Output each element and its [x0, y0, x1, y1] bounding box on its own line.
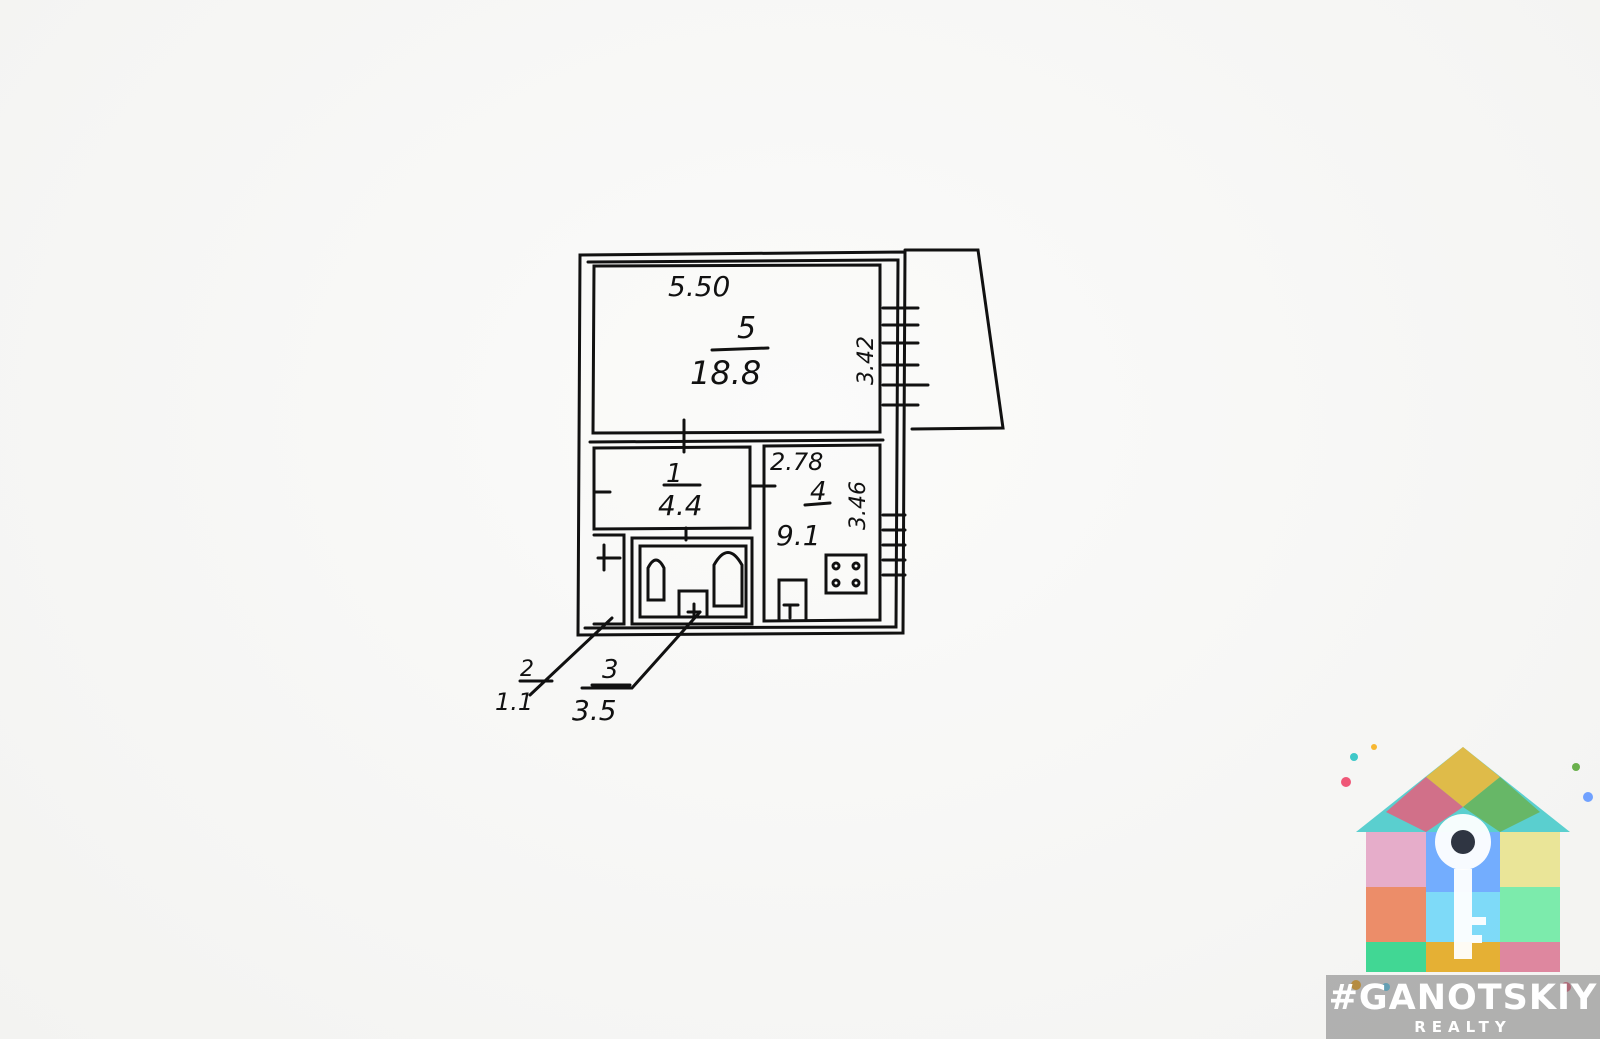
kitchen-sink: [777, 578, 808, 622]
bathtub: [712, 551, 744, 608]
kitchen-outline: [762, 443, 882, 623]
room-4-area: 9.1: [776, 519, 821, 552]
balcony: [903, 248, 1005, 431]
outer-wall: [576, 250, 907, 637]
leader-line-3: [580, 610, 702, 690]
room-1-number: 1: [666, 459, 683, 489]
bathroom-outline: [630, 536, 754, 626]
partition-wall: [588, 438, 885, 444]
hallway-outline: [592, 445, 752, 531]
leader-line-2: [528, 616, 614, 697]
room-1-area: 4.4: [658, 489, 703, 522]
brand-logo: [1341, 744, 1593, 992]
fraction-bar: [518, 346, 832, 687]
room-4-dimension-side: 3.46: [846, 481, 871, 530]
brand-watermark: #GANOTSKIY REALTY: [1326, 975, 1600, 1039]
brand-subtitle: REALTY: [1414, 1018, 1512, 1036]
room-5-dimension-side: 3.42: [854, 336, 879, 385]
bathroom-inner: [638, 544, 748, 619]
room-4-number: 4: [810, 477, 827, 507]
stove: [824, 553, 868, 595]
room-5-number: 5: [737, 311, 756, 346]
room-2-area: 1.1: [495, 688, 533, 716]
window-living: [881, 306, 930, 407]
room-2-number: 2: [520, 657, 534, 682]
room-3-number: 3: [602, 655, 619, 685]
room-3-area: 3.5: [572, 694, 617, 727]
wc-outline: [592, 533, 626, 626]
sink: [646, 558, 666, 602]
room-5-dimension-top: 5.50: [668, 270, 730, 303]
room-4-dimension-top-label: 2.78: [770, 448, 823, 476]
brand-name: #GANOTSKIY: [1328, 978, 1598, 1018]
door-mark: [592, 418, 800, 620]
living-room-outline: [591, 263, 882, 435]
window-kitchen: [881, 513, 907, 577]
outer-wall-inner: [583, 258, 900, 630]
room-5-area: 18.8: [690, 354, 761, 392]
